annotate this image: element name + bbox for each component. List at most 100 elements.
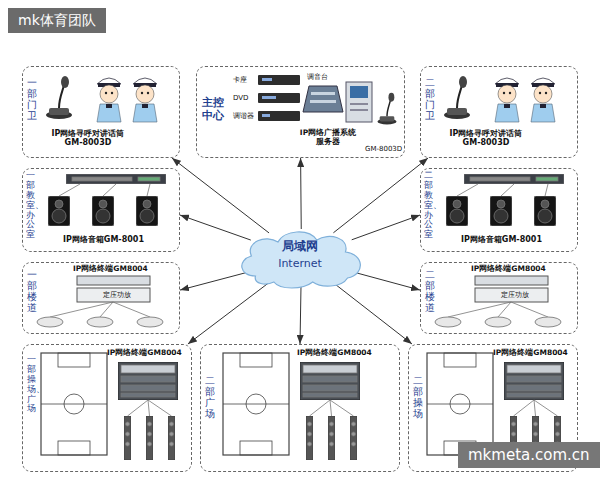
corridor-speakers-1-part [87, 317, 113, 327]
corridor-speakers-2-part [435, 317, 461, 327]
gate-intercom-1-part [46, 76, 72, 119]
control-devices-part [262, 96, 276, 99]
control-devices-part [377, 93, 396, 125]
device-label: 卡座 [233, 76, 247, 84]
gate-intercom-2 [444, 76, 555, 122]
field-speakers-3-part [534, 400, 536, 416]
network-link [180, 273, 246, 290]
field-speakers-3-part [514, 400, 535, 416]
device-label: IP网络终端GM8004 [471, 265, 546, 274]
zone-label: 一部操场、广场 [27, 355, 36, 414]
network-link [300, 287, 302, 344]
field-speakers-2-part [330, 400, 354, 416]
device-label: IP网络终端GM8004 [297, 349, 372, 358]
device-label: DVD [233, 94, 248, 102]
field-speakers-2-part [330, 400, 332, 416]
control-devices-part [350, 86, 368, 98]
corridor-speakers-1-part [37, 317, 63, 327]
corridor-speakers-2-part [485, 317, 511, 327]
network-link [334, 283, 412, 344]
corridor-speakers-1-part [113, 302, 150, 317]
field-speakers-1-part [148, 400, 150, 416]
classroom-speakers-2-part [501, 184, 514, 196]
zone-box: 一部楼道 IP网络终端GM8004 定压功放 [22, 262, 180, 334]
control-devices-part [258, 111, 300, 121]
corridor-speakers-1 [37, 276, 163, 327]
corridor-speakers-2-part [535, 317, 561, 327]
zone-label: 一部门卫 [27, 77, 37, 121]
field-speakers-2-part [300, 362, 360, 400]
classroom-speakers-1-part [48, 196, 70, 226]
field-speakers-1-part [128, 400, 149, 416]
device-label: IP网络音箱GM-8001 [461, 235, 542, 244]
zone-box: 二部广场 IP网络终端GM8004 [200, 344, 400, 472]
network-link [357, 273, 420, 290]
device-label: IP网络终端GM8004 [107, 349, 182, 358]
classroom-speakers-1-part [103, 184, 116, 196]
gate-intercom-1-part [97, 78, 121, 122]
corridor-speakers-1-part [77, 276, 150, 285]
control-devices-part [262, 78, 272, 81]
corridor-speakers-2 [435, 276, 561, 327]
device-label: 定压功放 [103, 291, 131, 299]
corridor-speakers-1-part [100, 302, 113, 317]
classroom-speakers-2-part [464, 174, 564, 184]
watermark: mkmeta.com.cn [458, 442, 600, 468]
classroom-speakers-1-part [136, 196, 158, 226]
zone-label: 一部教室、办公室 [26, 171, 35, 240]
field-speakers-2-part [306, 416, 313, 460]
classroom-speakers-1-part [147, 184, 150, 196]
device-label: 调谐器 [233, 112, 254, 120]
classroom-speakers-2-part [490, 196, 512, 226]
field-speakers-2 [223, 353, 360, 460]
zone-label: 二部操场 [413, 375, 423, 419]
corridor-speakers-1-part [50, 302, 113, 317]
classroom-speakers-1 [48, 174, 166, 226]
classroom-speakers-1-part [66, 174, 166, 184]
field-speakers-3-part [504, 362, 564, 400]
network-link [172, 158, 269, 233]
field-speakers-2-part [310, 400, 331, 416]
field-speakers-1-part [146, 416, 153, 460]
control-devices-part [258, 93, 300, 103]
device-label: IP网络终端GM8004 [73, 265, 148, 274]
zone-label: 主控中心 [202, 97, 225, 122]
zone-label: 二部楼道 [425, 269, 435, 313]
field-speakers-2-part [328, 416, 335, 460]
classroom-speakers-1-part [59, 184, 80, 196]
classroom-speakers-2-part [457, 184, 478, 196]
gate-intercom-2-part [495, 78, 519, 122]
corridor-speakers-1-part [137, 317, 163, 327]
zone-box: 一部门卫IP网络寻呼对讲话筒 GM-8003D [22, 66, 180, 158]
network-link [300, 158, 302, 229]
zone-box: 二部门卫IP网络寻呼对讲话筒 GM-8003D [420, 66, 578, 158]
classroom-speakers-2-part [446, 196, 468, 226]
zone-label: 一部楼道 [27, 269, 37, 313]
corridor-speakers-1-part [77, 288, 150, 302]
device-label: IP网络寻呼对讲话筒 GM-8003D [443, 129, 529, 147]
control-devices-part [350, 109, 368, 111]
control-devices-part [303, 86, 343, 112]
zone-label: 二部广场 [205, 375, 215, 419]
corridor-speakers-2-part [511, 302, 548, 317]
gate-intercom-2-part [531, 78, 555, 122]
watermark: mk体育团队 [8, 8, 106, 33]
control-devices-part [311, 92, 335, 95]
control-devices-part [258, 75, 300, 85]
field-speakers-3-part [534, 400, 558, 416]
gate-intercom-1-part [133, 78, 157, 122]
field-speakers-1-part [148, 400, 172, 416]
gate-intercom-2-part [444, 76, 470, 119]
control-devices-part [350, 103, 368, 105]
network-label: Internet [235, 258, 365, 271]
control-devices-part [310, 100, 336, 103]
field-speakers-2-part [350, 416, 357, 460]
classroom-speakers-2 [446, 174, 564, 226]
field-speakers-3-part [427, 353, 493, 455]
device-label: 调音台 [307, 73, 328, 81]
network-link [180, 215, 251, 240]
corridor-speakers-2-part [498, 302, 511, 317]
classroom-speakers-2-part [545, 184, 548, 196]
network-link [188, 283, 269, 344]
